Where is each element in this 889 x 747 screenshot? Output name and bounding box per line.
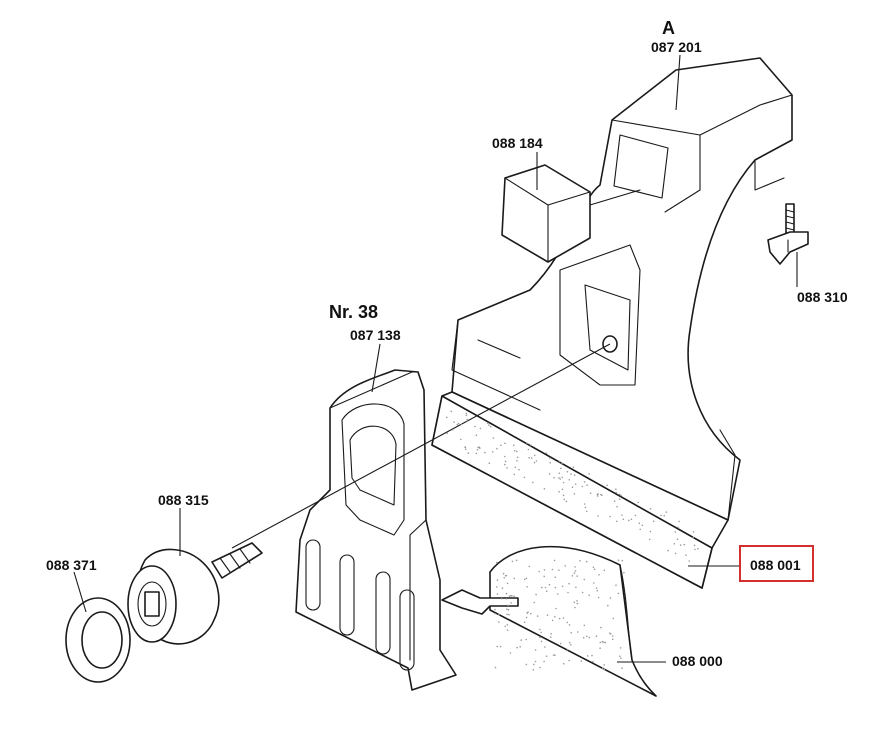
housing-part [451, 57, 793, 521]
leader-lines [73, 54, 798, 663]
speckle-texture [446, 410, 699, 671]
label-strip: 088 001 [750, 557, 801, 573]
washer-part [65, 597, 131, 683]
label-housing: 087 201 [651, 39, 702, 55]
block-part [501, 164, 641, 263]
bracket-part [295, 369, 457, 691]
label-bracket: 087 138 [350, 327, 401, 343]
knob-part [127, 542, 263, 645]
assembly-axis-line [231, 343, 611, 549]
label-screw: 088 310 [797, 289, 848, 305]
label-pad: 088 000 [672, 653, 723, 669]
label-block: 088 184 [492, 135, 543, 151]
label-section-a: A [662, 18, 675, 38]
label-washer: 088 371 [46, 557, 97, 573]
label-nr: Nr. 38 [329, 302, 378, 322]
highlight-box-strip [739, 545, 814, 582]
direction-arrow [441, 589, 519, 615]
label-knob: 088 315 [158, 492, 209, 508]
pad-part [489, 545, 657, 697]
screw-part [767, 203, 809, 265]
strip-part [431, 391, 729, 589]
